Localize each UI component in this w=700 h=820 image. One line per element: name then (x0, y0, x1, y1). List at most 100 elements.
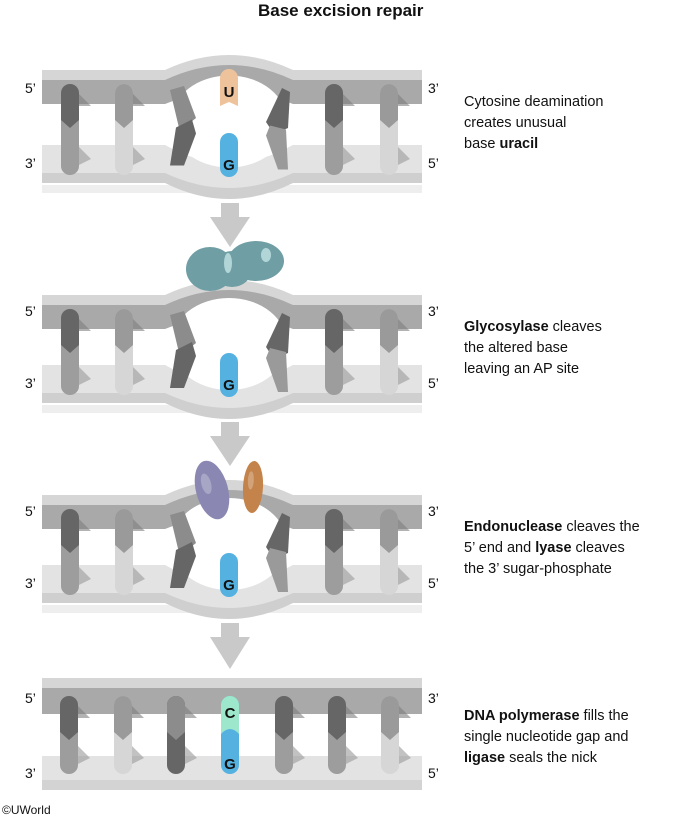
base-pair-rung (380, 509, 410, 595)
step-description: DNA polymerase fills the single nucleotid… (464, 706, 629, 769)
unpaired-base-right-bottom (266, 348, 288, 392)
description-text: leaving an AP site (464, 361, 580, 377)
top-left-end-label: 5’ (25, 503, 36, 519)
dna-straight-diagram: CG (42, 678, 422, 790)
top-left-end-label: 5’ (25, 690, 36, 706)
unpaired-base-right-top (266, 313, 290, 359)
bottom-left-end-label: 3’ (25, 375, 36, 391)
description-line: Endonuclease cleaves the (464, 517, 640, 538)
top-right-end-label: 3’ (428, 503, 439, 519)
guanine-base (220, 353, 238, 397)
copyright-label: ©UWorld (2, 803, 51, 817)
bubble-opening (171, 75, 287, 168)
unpaired-base-left-bottom (170, 119, 196, 166)
endonuclease-enzyme (194, 460, 230, 520)
description-text: cleaves (548, 319, 602, 335)
figure-title: Base excision repair (258, 1, 424, 20)
description-line: the altered base (464, 338, 602, 359)
dna-bubble-diagram: UG (42, 55, 422, 199)
base-pair-rung (61, 309, 91, 395)
base-pair-rung (167, 696, 197, 774)
lyase-enzyme (242, 461, 264, 513)
base-pair-rung (275, 696, 305, 774)
base-pair-rung (115, 84, 145, 175)
base-pair-rung (328, 696, 358, 774)
unpaired-base-right-bottom (266, 125, 288, 170)
description-line: the 3’ sugar-phosphate (464, 559, 640, 580)
description-line: DNA polymerase fills the (464, 706, 629, 727)
base-pair-rung (325, 509, 355, 595)
unpaired-base-right-top (266, 88, 290, 134)
base-pair-rung (115, 509, 145, 595)
description-line: Cytosine deamination (464, 92, 603, 113)
description-text: creates unusual (464, 115, 567, 131)
description-keyword: Endonuclease (464, 519, 563, 535)
description-text: the 3’ sugar-phosphate (464, 561, 612, 577)
guanine-letter: G (223, 377, 235, 394)
down-arrow-icon (210, 203, 250, 247)
glycosylase-enzyme (186, 241, 284, 291)
guanine-letter: G (223, 157, 235, 174)
description-line: single nucleotide gap and (464, 727, 629, 748)
step-description: Endonuclease cleaves the 5’ end and lyase… (464, 517, 640, 580)
description-line: Glycosylase cleaves (464, 317, 602, 338)
description-text: single nucleotide gap and (464, 729, 629, 745)
uracil-base (220, 69, 238, 106)
description-line: creates unusual (464, 113, 603, 134)
uracil-letter: U (224, 84, 235, 101)
description-line: leaving an AP site (464, 359, 602, 380)
bottom-right-end-label: 5’ (428, 155, 439, 171)
base-pair-rung (61, 84, 91, 175)
bottom-right-end-label: 5’ (428, 575, 439, 591)
down-arrow-icon (210, 422, 250, 466)
step-description: Cytosine deamination creates unusual base … (464, 92, 603, 155)
bubble-opening (171, 498, 287, 590)
guanine-base (220, 553, 238, 597)
description-text: seals the nick (505, 750, 597, 766)
cytosine-letter: C (225, 705, 236, 722)
description-line: ligase seals the nick (464, 748, 629, 769)
base-pair-rung (115, 309, 145, 395)
unpaired-base-left-top (170, 86, 196, 132)
base-pair-rung (60, 696, 90, 774)
bottom-left-end-label: 3’ (25, 155, 36, 171)
description-keyword: lyase (535, 540, 572, 556)
description-keyword: DNA polymerase (464, 708, 580, 724)
bottom-right-end-label: 5’ (428, 375, 439, 391)
unpaired-base-left-bottom (170, 342, 196, 388)
down-arrow-icon (210, 623, 250, 669)
base-pair-rung (380, 84, 410, 175)
dna-bubble-diagram: G (42, 241, 422, 419)
top-left-end-label: 5’ (25, 80, 36, 96)
unpaired-base-right-top (266, 513, 290, 559)
description-text: Cytosine deamination (464, 94, 604, 110)
bottom-left-end-label: 3’ (25, 575, 36, 591)
base-pair-rung (61, 509, 91, 595)
description-text: base (464, 136, 500, 152)
description-text: 5’ end and (464, 540, 536, 556)
description-line: base uracil (464, 134, 603, 155)
guanine-base (220, 133, 238, 177)
guanine-letter: G (224, 756, 236, 773)
top-right-end-label: 3’ (428, 303, 439, 319)
bottom-right-end-label: 5’ (428, 765, 439, 781)
base-pair-rung (114, 696, 144, 774)
description-keyword: ligase (464, 750, 506, 766)
description-keyword: uracil (499, 136, 539, 152)
panel-endonuclease-lyase: G 5’ 3’ 3’ 5’ Endonuclease cleaves the 5’… (0, 460, 700, 640)
unpaired-base-left-bottom (170, 542, 196, 588)
base-pair-rung (325, 84, 355, 175)
unpaired-base-right-bottom (266, 548, 288, 592)
cytosine-base (221, 696, 239, 734)
bubble-opening (171, 298, 287, 390)
top-left-end-label: 5’ (25, 303, 36, 319)
description-keyword: Glycosylase (464, 319, 549, 335)
dna-bubble-diagram: G (42, 460, 422, 619)
base-pair-rung (380, 309, 410, 395)
top-right-end-label: 3’ (428, 690, 439, 706)
description-text: cleaves the (562, 519, 640, 535)
